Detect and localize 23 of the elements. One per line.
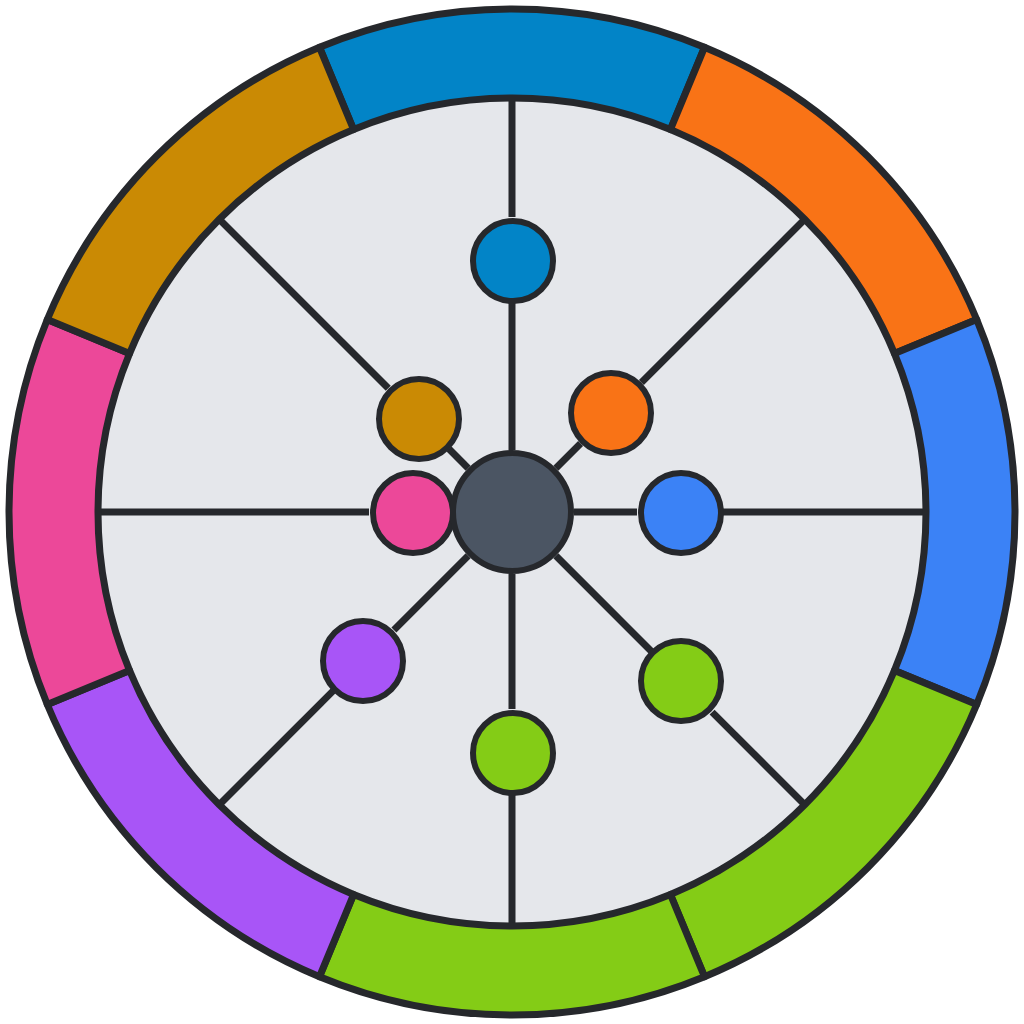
ring-segment xyxy=(891,316,1018,708)
spoke-line xyxy=(508,574,516,709)
spoke-line xyxy=(98,508,369,516)
spoke-line xyxy=(508,303,516,450)
spoke-line xyxy=(574,508,637,516)
spoke-line xyxy=(723,508,926,516)
ring-segment xyxy=(6,316,133,708)
ring-segment xyxy=(316,891,708,1018)
spoke-line xyxy=(391,553,471,633)
ring-segment xyxy=(316,6,708,133)
ring-segment xyxy=(666,43,981,358)
ring-segment xyxy=(43,666,358,981)
spoke-line xyxy=(508,795,516,926)
ring-segment xyxy=(43,43,358,358)
spoke-line xyxy=(553,553,654,654)
spoke-line xyxy=(709,709,808,808)
ring-segment xyxy=(666,666,981,981)
spoke-line xyxy=(553,440,584,471)
spoke-line xyxy=(638,216,808,386)
spoke-line xyxy=(216,216,391,391)
spoke-line xyxy=(216,688,336,808)
spoke-line xyxy=(508,98,516,217)
spoke-line xyxy=(446,446,471,471)
